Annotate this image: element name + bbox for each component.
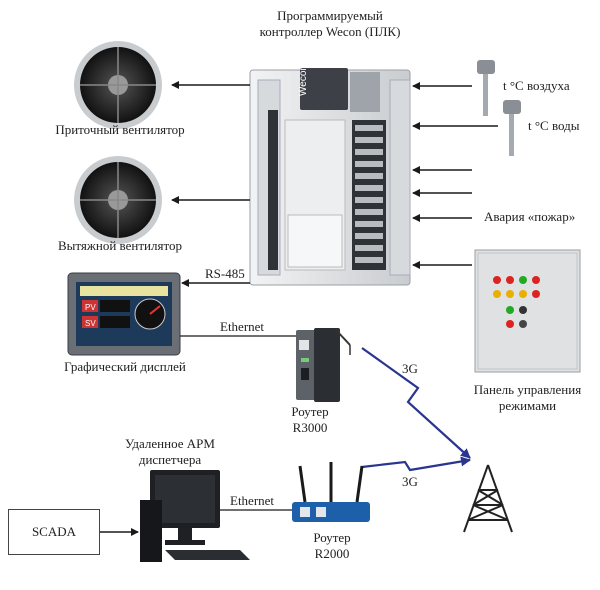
scada-box: SCADA (8, 509, 100, 555)
plc-controller (249, 68, 411, 286)
wireless-3g-label-r3000: 3G (402, 361, 418, 376)
plc-title: Программируемый контроллер Wecon (ПЛК) (259, 8, 401, 39)
air-temp-label: t °С воздуха (503, 78, 570, 93)
display-pv-text: PV (85, 303, 96, 312)
wireless-3g-label-r2000: 3G (402, 474, 418, 489)
rs485-label: RS-485 (205, 266, 245, 281)
control-panel-image (474, 249, 581, 373)
wireless-link-r3000 (361, 347, 471, 459)
router-r3000-label: Роутер R3000 (291, 404, 329, 435)
scada-label: SCADA (31, 524, 77, 539)
cell-tower-icon (463, 464, 513, 533)
supply-fan-label: Приточный вентилятор (55, 122, 185, 137)
graphic-display-image (67, 272, 181, 356)
air-temp-sensor-image (477, 60, 495, 116)
wireless-link-r2000 (361, 456, 471, 472)
exhaust-fan-image (74, 156, 162, 244)
workstation-image (140, 470, 250, 562)
router-r3000-image (296, 328, 351, 402)
router-r2000-image (292, 462, 370, 522)
workstation-label: Удаленное АРМ диспетчера (125, 436, 215, 467)
exhaust-fan-label: Вытяжной вентилятор (58, 238, 182, 253)
router-r2000-label: Роутер R2000 (313, 530, 351, 561)
control-panel-label: Панель управления режимами (473, 382, 582, 413)
graphic-display-label: Графический дисплей (64, 359, 186, 374)
display-sv-text: SV (85, 319, 96, 328)
ethernet-label-r3000: Ethernet (220, 319, 265, 334)
water-temp-label: t °С воды (528, 118, 580, 133)
water-temp-sensor-image (503, 100, 521, 156)
ethernet-label-r2000: Ethernet (230, 493, 275, 508)
fire-alarm-label: Авария «пожар» (484, 209, 576, 224)
plc-brand-text: Wecon (298, 65, 309, 96)
supply-fan-image (74, 41, 162, 129)
